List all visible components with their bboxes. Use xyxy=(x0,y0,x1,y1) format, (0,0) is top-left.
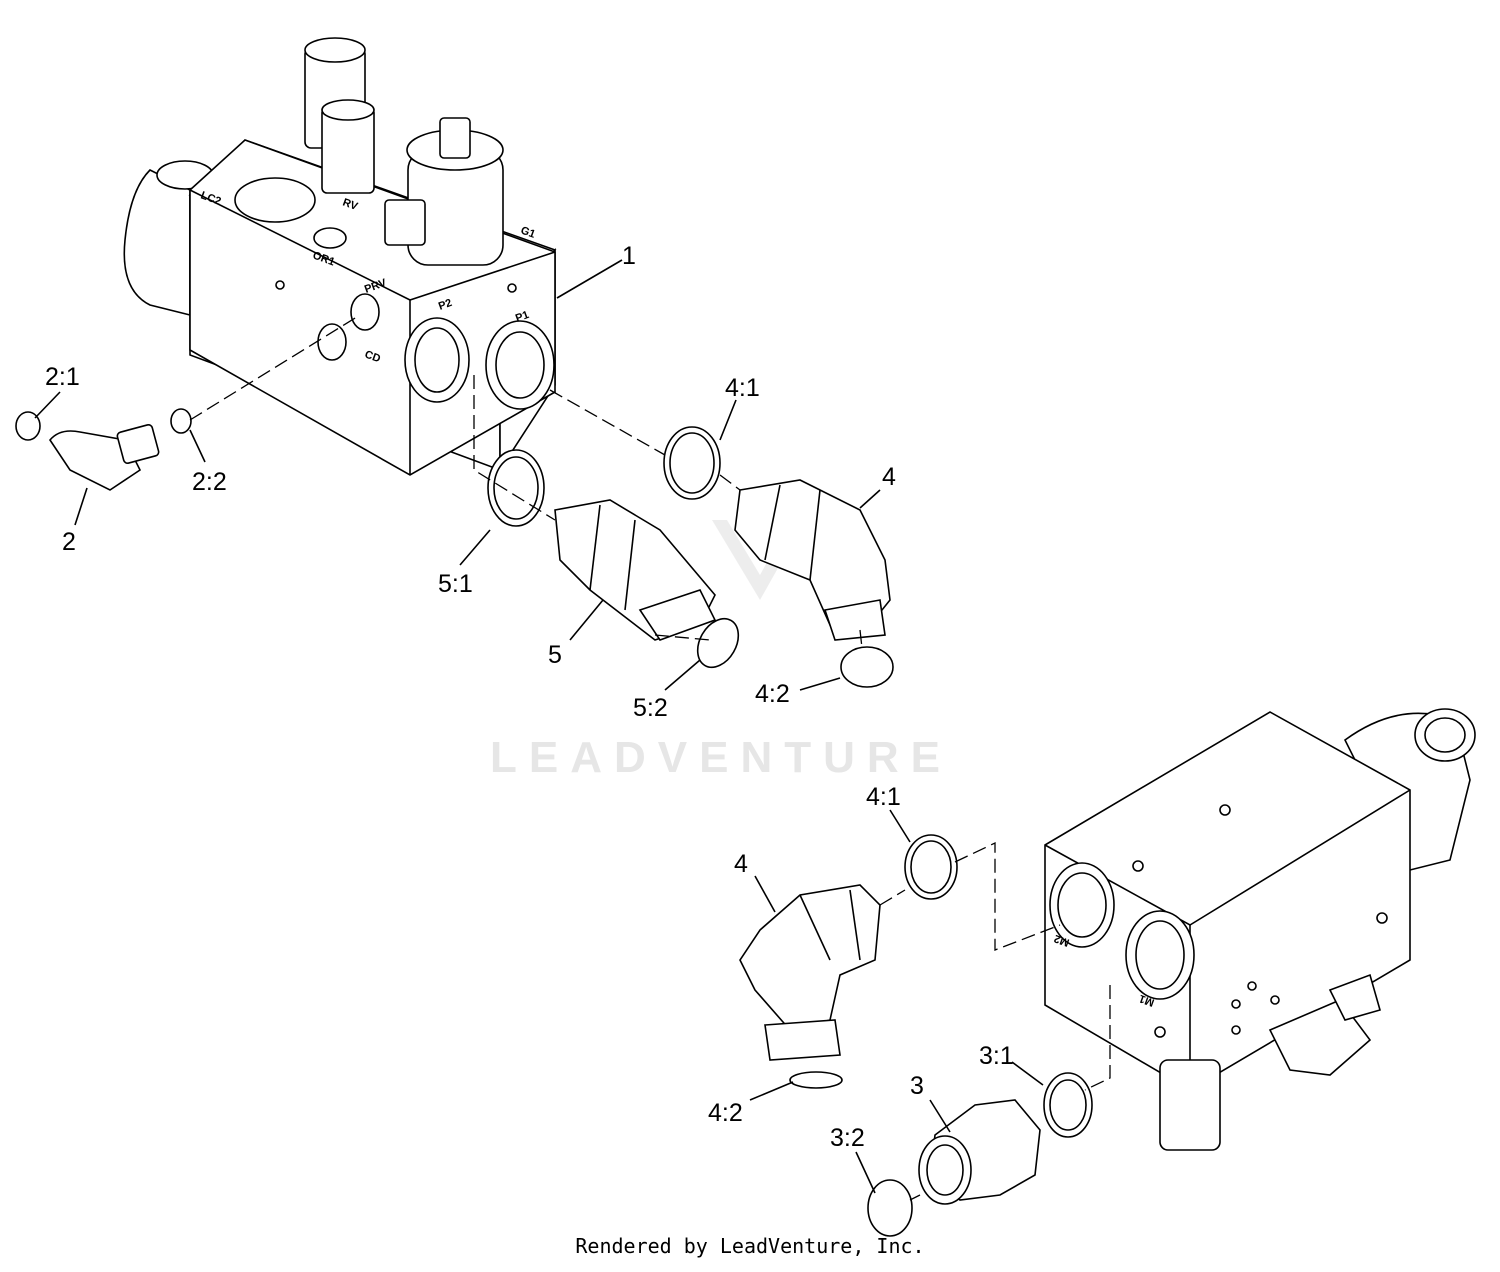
elbow-fitting-4-bottom xyxy=(739,834,1061,1089)
callout-3-1: 3:1 xyxy=(979,1042,1014,1070)
callout-5-1: 5:1 xyxy=(438,570,473,598)
port-label-g1: G1 xyxy=(519,225,537,241)
leader-lines xyxy=(34,259,1044,1194)
port-label-m2: M2 xyxy=(1053,932,1071,949)
elbow-fitting-4-top xyxy=(549,389,894,688)
callout-2-2: 2:2 xyxy=(192,468,227,496)
port-label-p1: P1 xyxy=(514,309,531,325)
callout-2-1: 2:1 xyxy=(45,363,80,391)
callout-labels: 1 2:1 2:2 2 4:1 4 5:1 5 4:2 5:2 4:1 4 3:… xyxy=(45,242,1014,1152)
straight-fitting-5 xyxy=(473,375,740,669)
port-label-rv: RV xyxy=(341,197,360,214)
watermark-text: LEADVENTURE xyxy=(490,733,952,782)
callout-2: 2 xyxy=(62,528,76,556)
callout-4-2-bottom: 4:2 xyxy=(708,1099,743,1127)
port-label-cd: CD xyxy=(363,349,382,366)
straight-fitting-3 xyxy=(867,985,1111,1237)
callout-4-1-bottom: 4:1 xyxy=(866,783,901,811)
callout-3-2: 3:2 xyxy=(830,1124,865,1152)
callout-5: 5 xyxy=(548,641,562,669)
valve-block-lower xyxy=(1044,708,1476,1151)
port-label-p2: P2 xyxy=(437,297,454,313)
callout-4-1-top: 4:1 xyxy=(725,374,760,402)
callout-4-top: 4 xyxy=(882,463,896,491)
callout-1: 1 xyxy=(622,242,636,270)
elbow-fitting-2 xyxy=(15,314,361,491)
callout-4-bottom: 4 xyxy=(734,850,748,878)
callout-4-2-top: 4:2 xyxy=(755,680,790,708)
callout-3: 3 xyxy=(910,1072,924,1100)
port-labels-lower: M2 M1 xyxy=(1053,932,1156,1009)
render-credit: Rendered by LeadVenture, Inc. xyxy=(575,1234,925,1258)
callout-5-2: 5:2 xyxy=(633,694,668,722)
valve-block-upper xyxy=(123,37,557,476)
port-label-m1: M1 xyxy=(1138,992,1156,1009)
